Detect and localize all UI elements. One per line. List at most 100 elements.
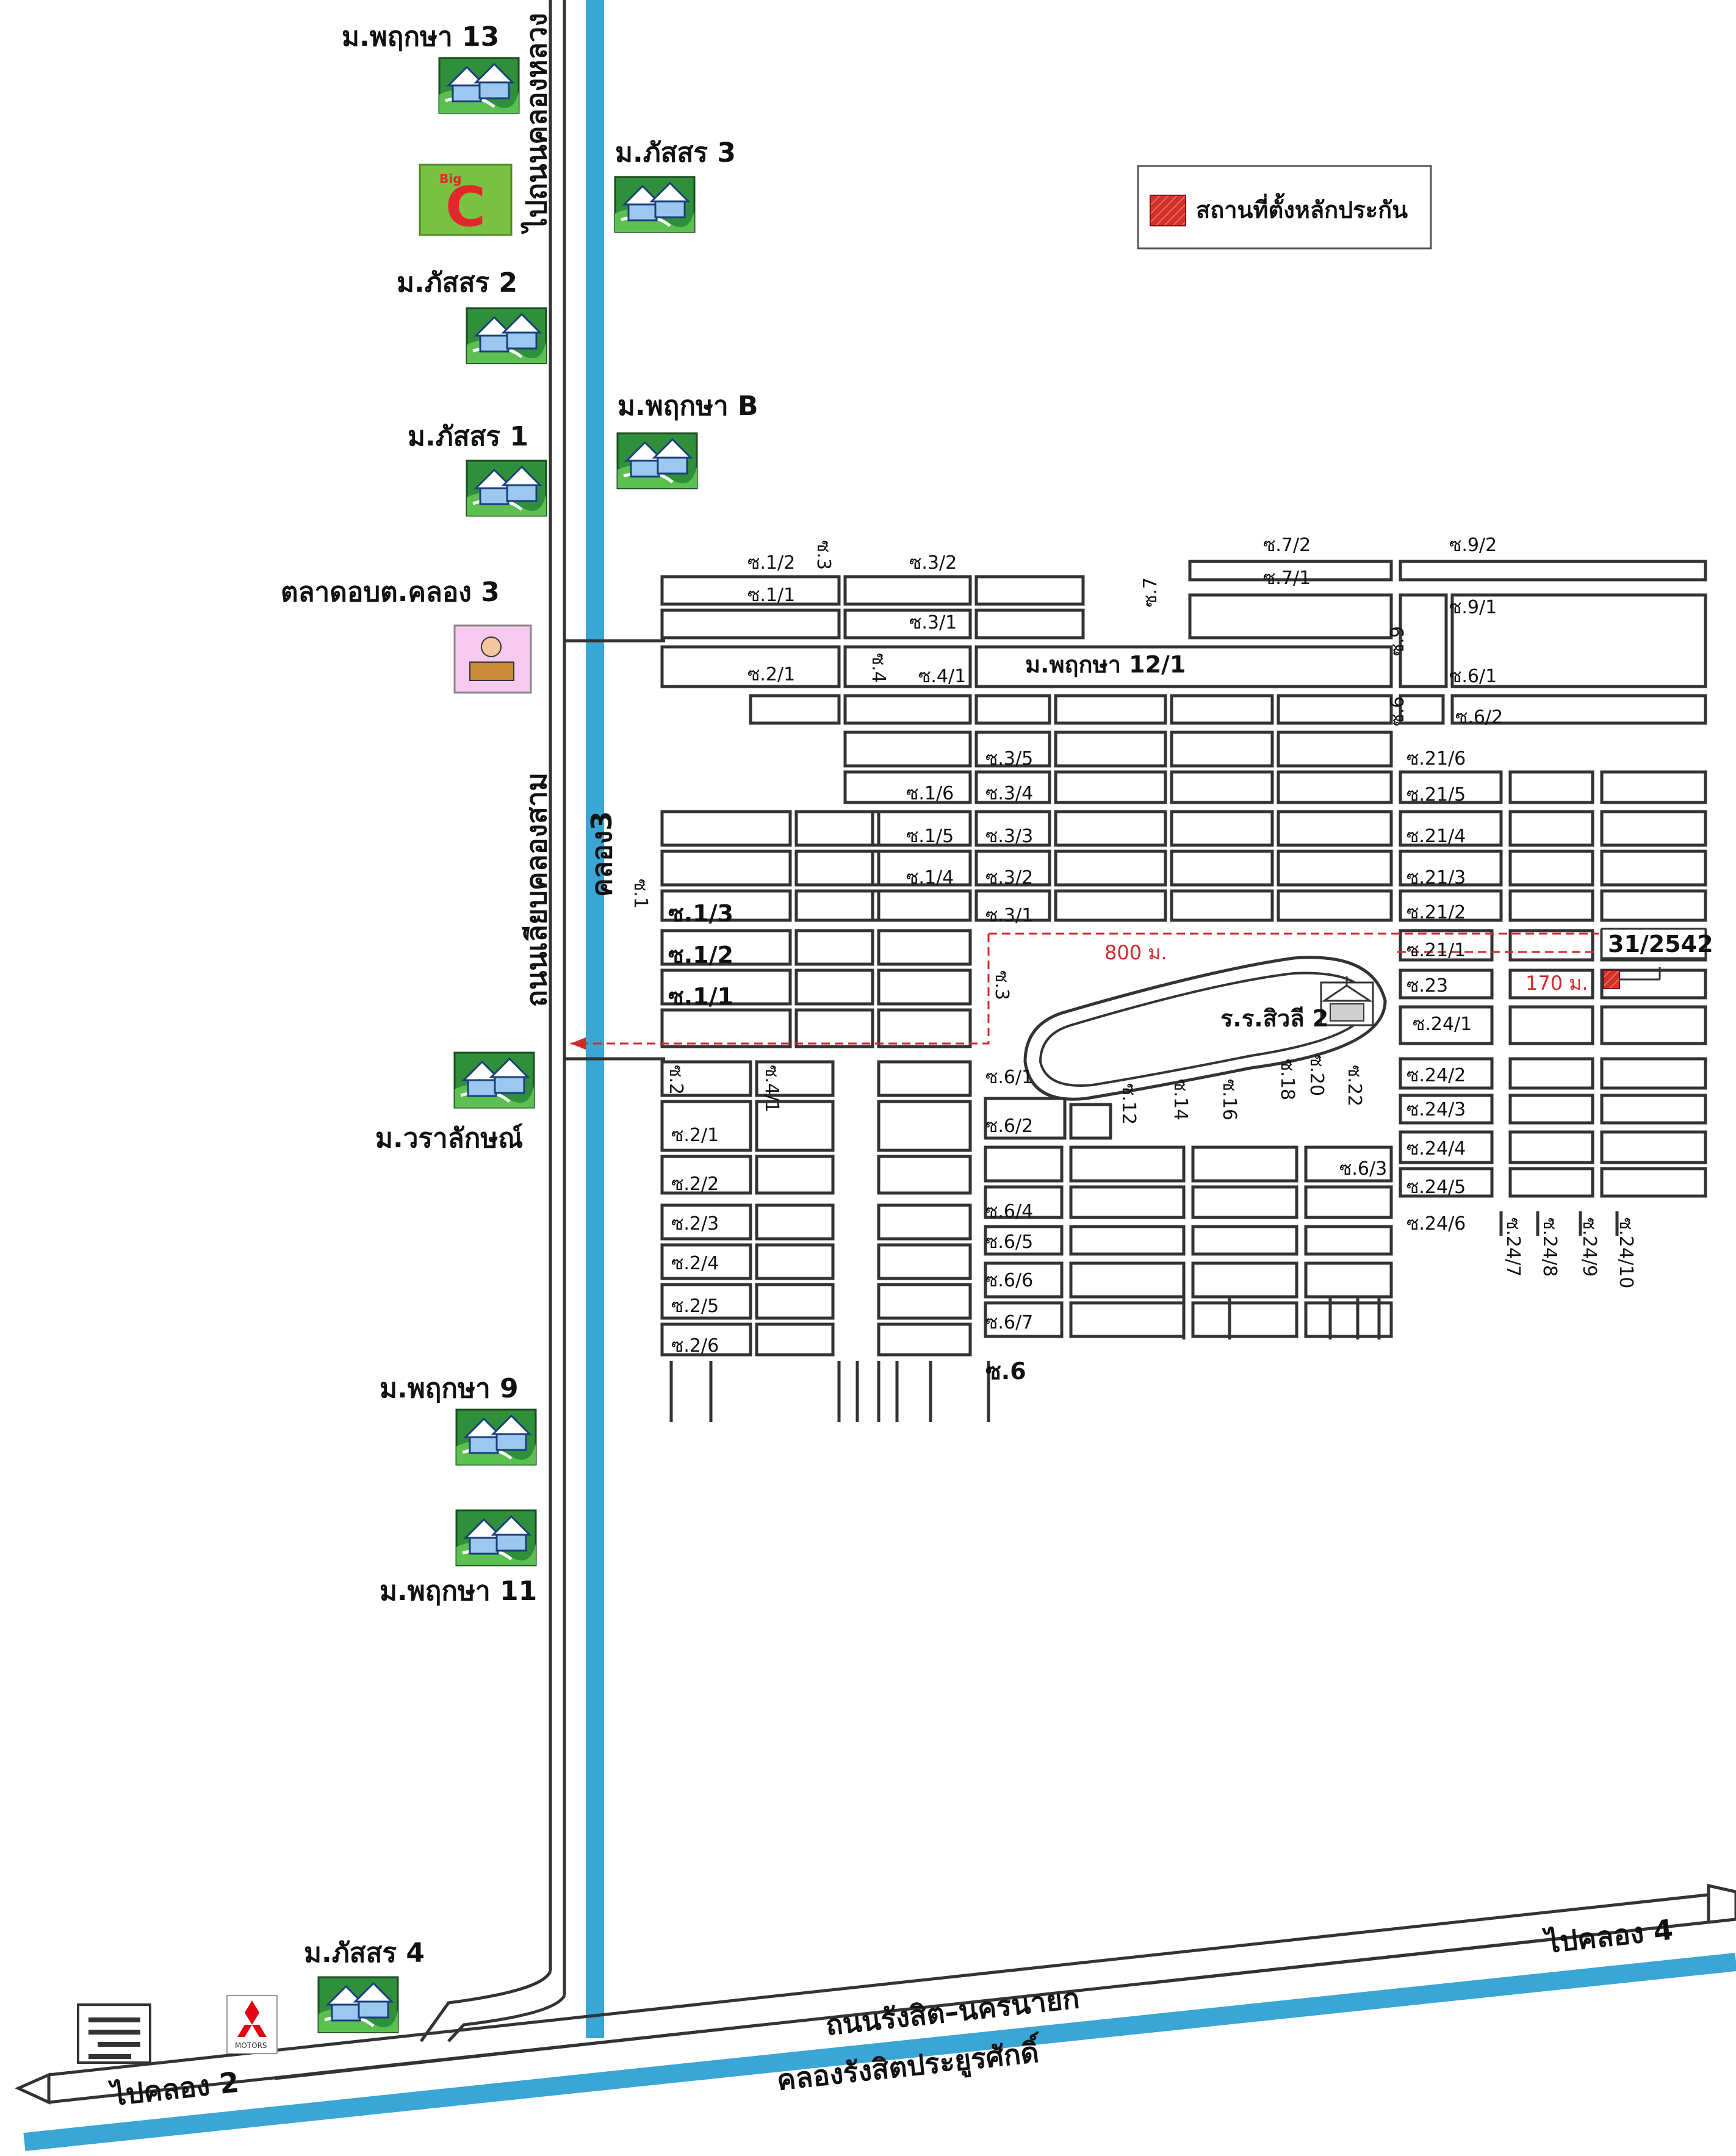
city-block [984, 1225, 1064, 1256]
city-block [1069, 1145, 1186, 1183]
city-block [1188, 560, 1393, 582]
city-block [1508, 1005, 1594, 1045]
city-block [755, 1322, 835, 1357]
city-block [974, 730, 1051, 768]
soi-label: ซ.6/4 [985, 1201, 1033, 1222]
city-block [1508, 968, 1594, 1000]
city-block [877, 1060, 972, 1097]
soi-label: ซ.2/6 [671, 1335, 719, 1357]
house-icon-13 [439, 58, 519, 113]
city-block [794, 849, 874, 887]
city-block [660, 929, 792, 966]
city-block [1600, 1167, 1707, 1198]
soi-label: ซ.6/1 [1449, 666, 1497, 687]
city-block [1191, 1225, 1298, 1256]
school-icon [1320, 976, 1374, 1026]
waralak-label: ม.วราลักษณ์ [375, 1123, 523, 1154]
city-block [1399, 1005, 1494, 1045]
soi-label: ซ.6/6 [985, 1270, 1033, 1291]
soi-label: ซ.6/1 [985, 1067, 1033, 1088]
side-road-label: ถนนเลียบคลองสาม [520, 773, 553, 1007]
city-block [794, 1008, 874, 1048]
city-block [1054, 770, 1167, 804]
city-block [1399, 929, 1494, 962]
svg-text:Big: Big [439, 171, 461, 186]
bhasorn4-label: ม.ภัสสร 4 [304, 1938, 425, 1969]
svg-text:MOTORS: MOTORS [235, 2041, 267, 2050]
bhasorn2-label: ม.ภัสสร 2 [397, 267, 517, 298]
city-block [1069, 1225, 1186, 1256]
legend-box [1137, 165, 1432, 250]
soi-label: ซ.16 [1219, 1079, 1240, 1120]
school-loop-road [1023, 956, 1387, 1101]
city-block [1600, 889, 1707, 922]
rangsit-median-2 [1147, 1934, 1587, 1985]
to-khlong-luang-label: ไปถนนคลองหลวง [520, 13, 553, 235]
city-block [1304, 1261, 1393, 1299]
city-block [1450, 694, 1707, 725]
legend-swatch [1150, 195, 1186, 226]
city-block [660, 810, 792, 847]
soi-label: ซ.22 [1344, 1065, 1365, 1106]
house-icon-pruksaB [618, 433, 697, 488]
soi-label: ซ.6/3 [1339, 1158, 1387, 1180]
legend-label: สถานที่ตั้งหลักประกัน [1196, 193, 1408, 223]
soi-label: ซ.3/4 [985, 783, 1033, 804]
city-block [843, 575, 972, 606]
city-block [1277, 730, 1393, 768]
city-block [660, 1203, 752, 1241]
soi-label: ซ.2/4 [671, 1253, 719, 1274]
soi-label: ซ.3/3 [985, 826, 1033, 847]
market-icon [453, 624, 532, 694]
city-block [1508, 1094, 1594, 1125]
school-loop-inner [1039, 972, 1372, 1087]
rangsit-road-top [48, 1890, 1736, 2077]
city-block [755, 1060, 835, 1097]
city-block [1304, 1145, 1393, 1183]
city-block [1191, 1261, 1298, 1299]
city-block [1600, 770, 1707, 804]
city-block [877, 929, 972, 966]
soi-label: ซ.1/2 [747, 552, 795, 574]
house-icon-bhasorn1 [467, 461, 546, 516]
plot-id-label: 31/2542 [1608, 931, 1713, 957]
khlong3-label: คลอง3 [585, 811, 618, 897]
city-block [660, 968, 792, 1006]
city-block [1277, 810, 1393, 847]
city-block [984, 1261, 1064, 1299]
soi-label: ซ.9/1 [1449, 597, 1497, 618]
bhasorn3-label: ม.ภัสสร 3 [615, 137, 736, 168]
soi-label: ซ.3/5 [985, 748, 1033, 770]
house-icon-bhasorn2 [467, 308, 546, 363]
village-13-label: ม.พฤกษา 13 [342, 21, 499, 52]
city-block [794, 968, 874, 1006]
soi-label: ซ.24/2 [1406, 1065, 1466, 1086]
city-block [974, 608, 1085, 640]
mitsubishi-logo-icon: MOTORS [226, 1995, 278, 2054]
soi-label: ซ.2/5 [671, 1296, 719, 1317]
soi-label: ซ.6 [1387, 696, 1408, 726]
city-block [877, 1155, 972, 1195]
city-block [974, 810, 1051, 847]
soi-grid [660, 560, 1707, 1422]
city-block [843, 770, 972, 804]
city-block [1170, 770, 1274, 804]
city-block [1069, 1103, 1112, 1140]
city-block [1277, 849, 1393, 887]
city-block [1399, 694, 1445, 725]
city-block [794, 889, 874, 922]
city-block [1399, 1057, 1494, 1090]
city-block [1191, 1145, 1298, 1183]
soi-label: ซ.24/10 [1615, 1217, 1637, 1288]
distance-800m-label: 800 ม. [1104, 941, 1167, 964]
collateral-plot-marker[interactable] [1603, 970, 1620, 989]
soi-label: ซ.2/1 [747, 664, 795, 685]
school-label: ร.ร.สิวลี 2 [1220, 1005, 1328, 1032]
city-block [755, 1203, 835, 1241]
soi-label: ซ.24/7 [1502, 1217, 1524, 1277]
village-11-label: ม.พฤกษา 11 [380, 1576, 537, 1607]
soi-label: ซ.18 [1277, 1059, 1298, 1100]
soi-label: ซ.24/1 [1413, 1014, 1472, 1035]
city-block [1399, 810, 1503, 847]
city-block [749, 694, 841, 725]
